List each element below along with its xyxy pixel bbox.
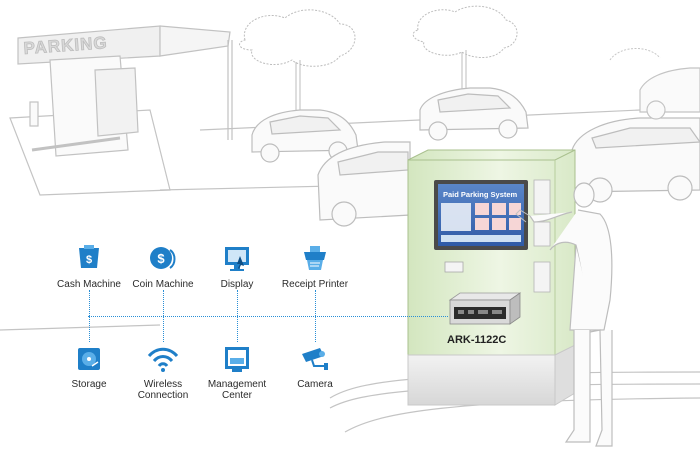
payment-kiosk	[407, 149, 576, 406]
wireless-label: Wireless Connection	[137, 379, 189, 401]
node-display: Display	[182, 242, 292, 290]
display-label: Display	[220, 279, 254, 290]
node-wireless: Wireless Connection	[108, 342, 218, 401]
cash-machine-label: Cash Machine	[57, 279, 121, 290]
device-model-label: ARK-1122C	[447, 334, 506, 346]
management-icon	[225, 347, 249, 372]
car-2	[419, 87, 529, 141]
cash-machine-icon: $	[79, 245, 99, 268]
svg-text:$: $	[157, 251, 165, 266]
tree-far-right	[609, 48, 661, 61]
connector-coin-machine	[163, 290, 164, 342]
connector-receipt-printer	[315, 290, 316, 342]
node-cash-machine: $ Cash Machine	[34, 242, 144, 290]
car-3	[317, 141, 411, 227]
node-coin-machine: $ Coin Machine	[108, 242, 218, 290]
screen-title: Paid Parking System	[443, 190, 518, 199]
car-5	[639, 67, 700, 120]
storage-label: Storage	[71, 379, 107, 390]
svg-text:$: $	[86, 254, 92, 266]
camera-icon	[302, 348, 328, 370]
person-hand	[515, 209, 531, 223]
display-icon	[225, 247, 249, 271]
connector-display	[237, 290, 238, 342]
node-storage: Storage	[34, 342, 144, 390]
person-user	[529, 182, 613, 447]
management-center-label: Management Center	[207, 379, 267, 401]
connector-horizontal	[88, 316, 448, 317]
node-management-center: Management Center	[182, 342, 292, 401]
node-camera: Camera	[260, 342, 370, 390]
wireless-icon	[147, 347, 179, 372]
tree-right	[412, 5, 518, 95]
camera-label: Camera	[297, 379, 333, 390]
tree-left	[239, 9, 356, 110]
connector-cash-machine	[89, 290, 90, 342]
car-4	[571, 117, 700, 203]
coin-icon: $	[150, 247, 176, 269]
receipt-printer-icon	[304, 246, 326, 270]
receipt-printer-label: Receipt Printer	[281, 279, 349, 290]
coin-machine-label: Coin Machine	[132, 279, 194, 290]
storage-icon	[78, 348, 100, 370]
parking-gate	[17, 25, 233, 157]
node-receipt-printer: Receipt Printer	[260, 242, 370, 290]
